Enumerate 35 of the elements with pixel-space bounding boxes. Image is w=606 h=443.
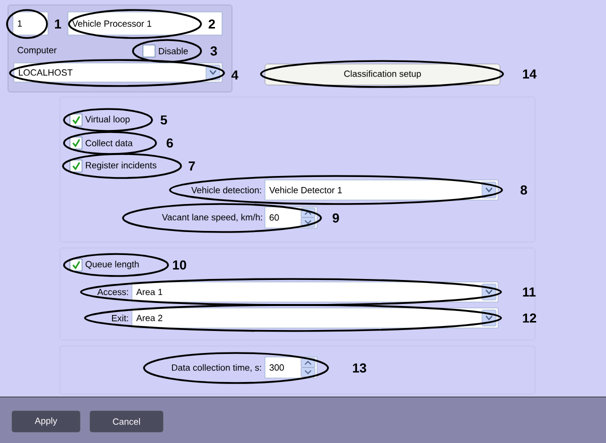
- callout-number: 6: [166, 138, 173, 148]
- text-field: 1: [12, 12, 48, 36]
- callout-number: 14: [523, 70, 537, 78]
- field-label: Access:: [97, 288, 128, 296]
- callout-number: 13: [353, 363, 366, 373]
- spin-box: 60: [264, 206, 318, 228]
- dropdown: Area 2: [132, 308, 498, 328]
- callout-number: 12: [523, 313, 536, 323]
- field-label: Vacant lane speed, km/h:: [162, 214, 262, 222]
- dropdown: Vehicle Detector 1: [264, 180, 498, 200]
- callout-number: 9: [332, 213, 339, 223]
- callout-number: 5: [160, 115, 168, 125]
- field-label: Data collection time, s:: [172, 364, 261, 372]
- callout-number: 1: [55, 20, 62, 28]
- checkbox: Disable: [142, 44, 188, 58]
- callout-number: 4: [231, 70, 238, 80]
- callout-number: 2: [208, 19, 215, 29]
- checkbox: Virtual loop: [70, 114, 130, 126]
- checkbox: Queue length: [70, 258, 139, 272]
- spin-box: 300: [264, 356, 318, 378]
- callout-number: 11: [523, 288, 536, 296]
- button: Apply: [12, 410, 80, 432]
- setup-button: Classification setup: [264, 64, 500, 86]
- field-label: Vehicle detection:: [191, 186, 261, 194]
- callout-number: 8: [520, 185, 528, 195]
- dropdown: LOCALHOST: [14, 62, 222, 82]
- checkbox: Collect data: [70, 136, 133, 150]
- dropdown: Area 1: [132, 282, 498, 302]
- button: Cancel: [90, 410, 164, 432]
- callout-number: 10: [173, 260, 186, 270]
- field-label: Computer: [18, 46, 57, 56]
- checkbox: Register incidents: [70, 160, 156, 172]
- callout-number: 7: [188, 162, 195, 170]
- field-label: Exit:: [112, 314, 128, 322]
- callout-number: 3: [210, 46, 217, 56]
